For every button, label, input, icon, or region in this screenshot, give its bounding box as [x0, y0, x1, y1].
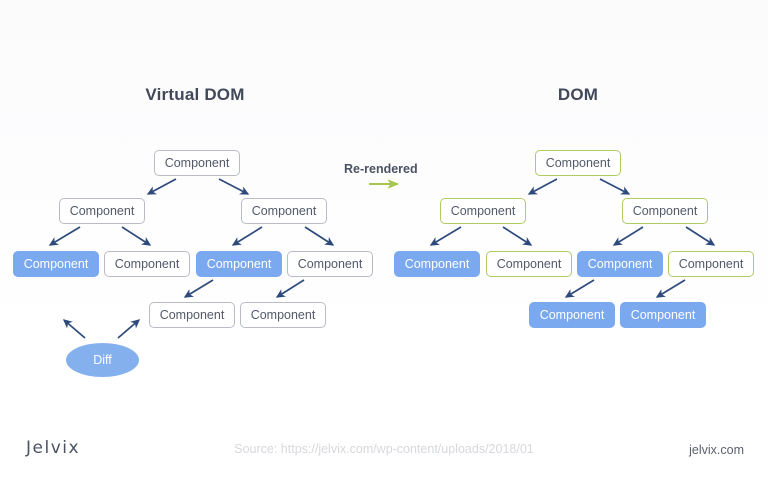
right-tree-arrows	[429, 178, 716, 298]
dom-node-l3-3[interactable]: Component	[577, 251, 663, 277]
dom-node-l3-4[interactable]: Component	[668, 251, 754, 277]
vdom-node-l3-1[interactable]: Component	[13, 251, 99, 277]
vdom-node-l3-4[interactable]: Component	[287, 251, 373, 277]
dom-node-l2-left[interactable]: Component	[440, 198, 526, 224]
dom-node-l2-right[interactable]: Component	[622, 198, 708, 224]
vdom-node-l2-left[interactable]: Component	[59, 198, 145, 224]
dom-node-l3-2[interactable]: Component	[486, 251, 572, 277]
vdom-node-root[interactable]: Component	[154, 150, 240, 176]
vdom-node-l3-3[interactable]: Component	[196, 251, 282, 277]
vdom-node-l3-2[interactable]: Component	[104, 251, 190, 277]
dom-node-root[interactable]: Component	[535, 150, 621, 176]
site-url: jelvix.com	[689, 443, 744, 457]
rerendered-label: Re-rendered	[344, 162, 418, 176]
diff-node[interactable]: Diff	[66, 343, 139, 377]
virtual-dom-title: Virtual DOM	[145, 85, 245, 104]
source-caption: Source: https://jelvix.com/wp-content/up…	[234, 442, 534, 456]
vdom-node-l2-right[interactable]: Component	[241, 198, 327, 224]
dom-node-l3-1[interactable]: Component	[394, 251, 480, 277]
dom-node-l4-1[interactable]: Component	[529, 302, 615, 328]
vdom-node-l4-2[interactable]: Component	[240, 302, 326, 328]
vdom-node-l4-1[interactable]: Component	[149, 302, 235, 328]
dom-node-l4-2[interactable]: Component	[620, 302, 706, 328]
dom-title: DOM	[557, 85, 599, 104]
jelvix-logo: Jelvix	[26, 438, 81, 458]
